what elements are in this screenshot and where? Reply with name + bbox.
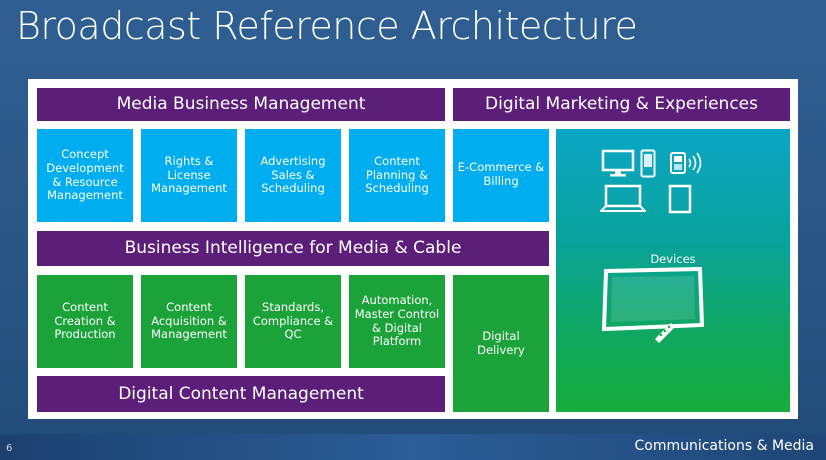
mobile-phone-icon <box>640 149 656 178</box>
digital-content-management-header: Digital Content Management <box>37 376 445 412</box>
remote-control-icon <box>655 323 675 343</box>
page-number: 6 <box>6 443 13 454</box>
devices-panel: Devices <box>556 129 790 412</box>
digital-delivery-box: Digital Delivery <box>453 275 549 412</box>
content-creation-box: Content Creation & Production <box>37 275 133 368</box>
concept-development-box: Concept Development & Resource Managemen… <box>37 129 133 222</box>
business-intelligence-header: Business Intelligence for Media & Cable <box>37 231 549 266</box>
desktop-monitor-icon <box>601 149 635 177</box>
devices-label: Devices <box>650 252 696 266</box>
digital-marketing-header: Digital Marketing & Experiences <box>453 88 790 121</box>
slide-title: Broadcast Reference Architecture <box>16 4 638 48</box>
laptop-icon <box>600 184 646 212</box>
footer-bar <box>0 434 826 460</box>
media-business-management-header: Media Business Management <box>37 88 445 121</box>
content-acquisition-box: Content Acquisition & Management <box>141 275 237 368</box>
ecommerce-billing-box: E-Commerce & Billing <box>453 129 549 222</box>
feature-phone-icon <box>670 152 702 174</box>
standards-compliance-box: Standards, Compliance & QC <box>245 275 341 368</box>
footer-label: Communications & Media <box>634 438 814 454</box>
content-planning-box: Content Planning & Scheduling <box>349 129 445 222</box>
advertising-sales-box: Advertising Sales & Scheduling <box>245 129 341 222</box>
rights-license-box: Rights & License Management <box>141 129 237 222</box>
tablet-icon <box>668 184 692 214</box>
television-icon <box>601 267 705 332</box>
automation-master-control-box: Automation, Master Control & Digital Pla… <box>349 275 445 368</box>
